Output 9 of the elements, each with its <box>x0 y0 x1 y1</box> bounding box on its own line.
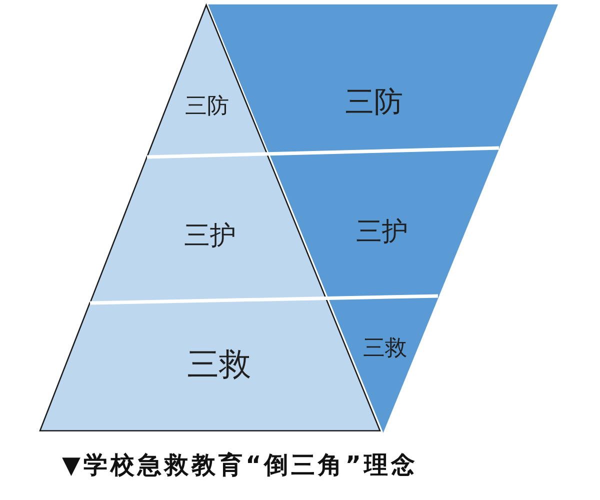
band-label: 三护 <box>356 218 408 245</box>
pyramid-band <box>144 3 269 159</box>
inverted-triangle-band <box>326 294 440 433</box>
caption: ▼学校急救教育“倒三角”理念 <box>62 452 418 478</box>
band-label: 三救 <box>187 348 251 380</box>
band-label: 三防 <box>345 88 403 116</box>
band-label: 三护 <box>184 222 236 249</box>
band-label: 三防 <box>184 96 229 118</box>
band-label: 三救 <box>362 338 407 360</box>
